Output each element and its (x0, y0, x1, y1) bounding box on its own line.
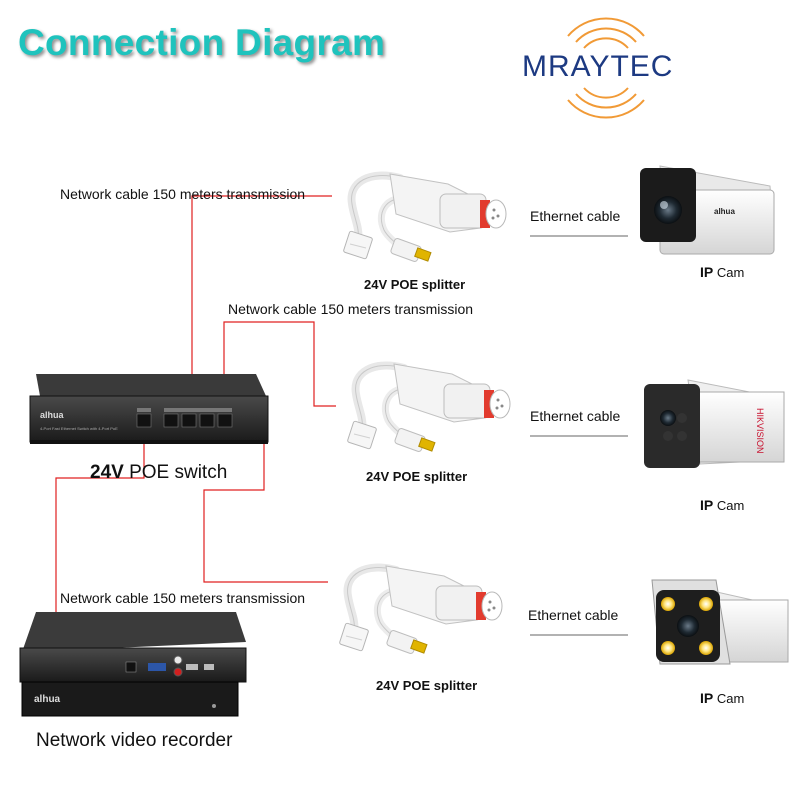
poe-splitter-icon (347, 364, 510, 452)
poe-switch: alhua 4-Port Fast Ethernet Switch with 4… (29, 374, 269, 444)
radio-waves-icon (567, 17, 645, 119)
poe-splitter-icon (339, 566, 502, 654)
ethernet-cable-lines (530, 235, 628, 636)
switch-name: POE switch (123, 462, 228, 483)
camera-label-3-suffix: Cam (713, 691, 745, 706)
svg-text:alhua: alhua (714, 207, 735, 216)
camera-label-1-prefix: IP (700, 264, 714, 280)
splitter-label-1: 24V POE splitter (364, 277, 466, 292)
ethernet-label-3: Ethernet cable (528, 607, 619, 623)
camera-label-1: IP Cam (700, 264, 744, 280)
svg-text:alhua: alhua (40, 410, 65, 420)
bullet-camera-icon: alhua (640, 165, 775, 255)
cable-label-middle: Network cable 150 meters transmission (228, 301, 474, 317)
svg-text:4-Port Fast Ethernet Switch wi: 4-Port Fast Ethernet Switch with 4-Port … (40, 426, 118, 431)
ethernet-label-1: Ethernet cable (530, 208, 621, 224)
camera-label-2-suffix: Cam (713, 498, 745, 513)
poe-splitter-icon (343, 174, 506, 262)
camera-label-3-prefix: IP (700, 690, 714, 706)
camera-label-2: IP Cam (700, 497, 744, 513)
brand-logo-text: MRAYTEC (522, 50, 674, 83)
svg-text:HIKVISION: HIKVISION (755, 408, 765, 454)
bullet-camera-icon: HIKVISION (644, 379, 785, 468)
nvr-label: Network video recorder (36, 730, 233, 751)
cable-label-bottom: Network cable 150 meters transmission (60, 590, 306, 606)
switch-label: 24V POE switch (90, 462, 227, 484)
page-title: Connection Diagram (18, 22, 386, 63)
svg-text:alhua: alhua (34, 694, 61, 705)
splitter-label-3: 24V POE splitter (376, 678, 478, 693)
network-video-recorder: alhua (19, 612, 247, 717)
splitter-label-2: 24V POE splitter (366, 469, 468, 484)
camera-label-3: IP Cam (700, 690, 744, 706)
switch-voltage: 24V (90, 462, 124, 483)
bullet-camera-icon (651, 579, 789, 665)
cable-label-top: Network cable 150 meters transmission (60, 186, 306, 202)
camera-label-1-suffix: Cam (713, 265, 745, 280)
ethernet-label-2: Ethernet cable (530, 408, 621, 424)
camera-label-2-prefix: IP (700, 497, 714, 513)
